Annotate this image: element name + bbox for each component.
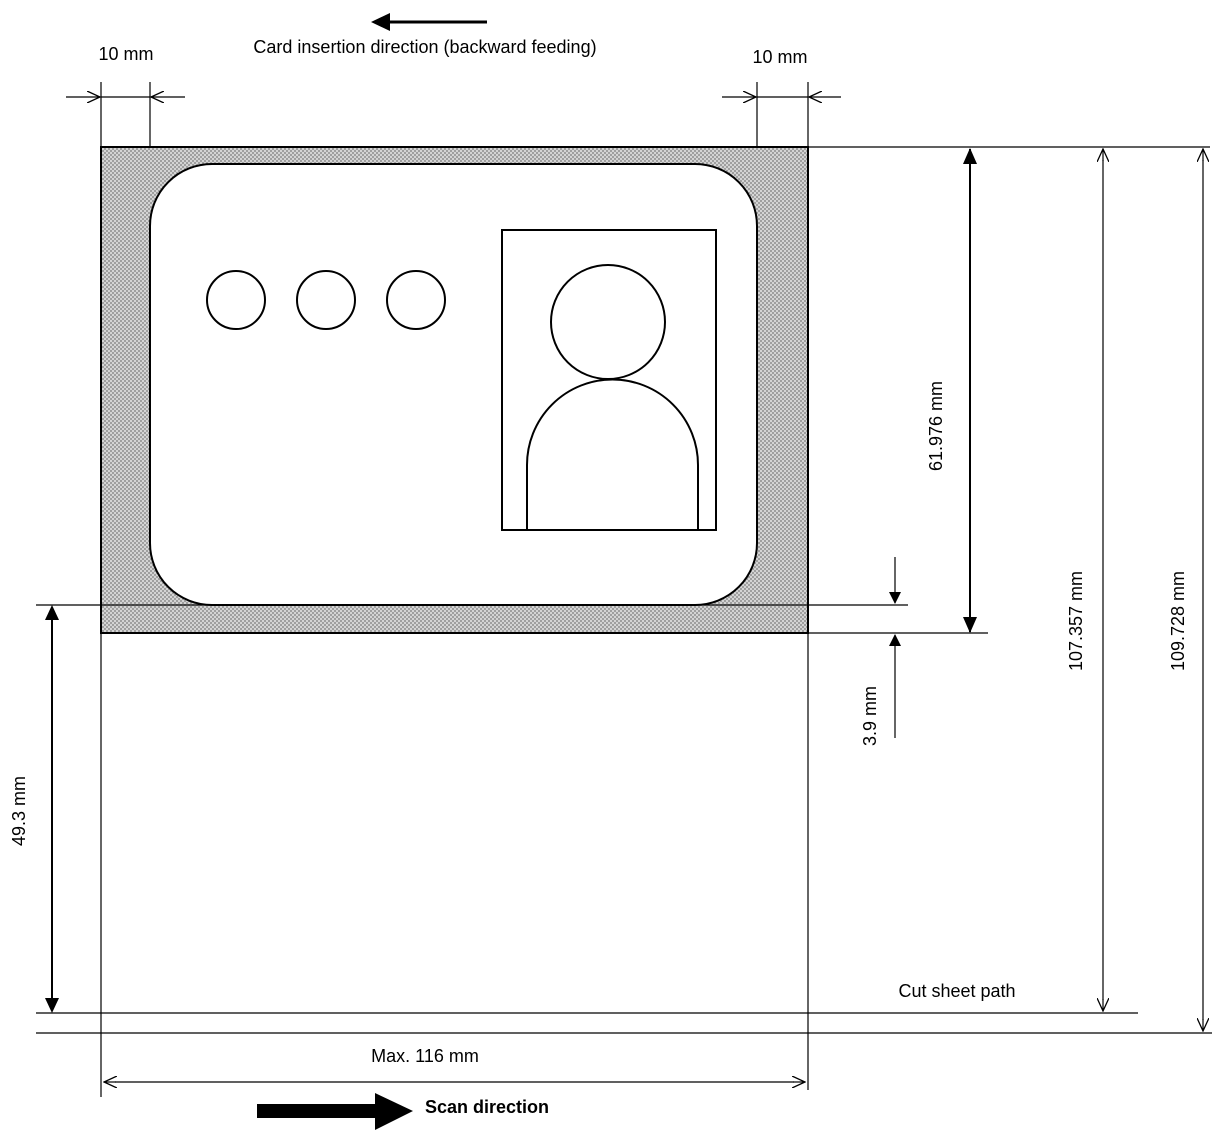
dimension-arrows (45, 97, 1203, 1082)
label-right-margin: 10 mm (752, 47, 807, 67)
label-dim-49-3: 49.3 mm (9, 776, 29, 846)
chip-circle-3 (386, 270, 446, 330)
label-scan-direction: Scan direction (425, 1097, 549, 1117)
label-dim-109728: 109.728 mm (1168, 571, 1188, 671)
chip-circle-1 (206, 270, 266, 330)
person-body (526, 378, 699, 530)
chip-circle-2 (296, 270, 356, 330)
insertion-arrow-icon (371, 13, 487, 31)
label-cut-sheet-path: Cut sheet path (898, 981, 1015, 1001)
card-area (100, 146, 809, 634)
label-dim-61976: 61.976 mm (926, 381, 946, 471)
label-left-margin: 10 mm (98, 44, 153, 64)
extension-lines (36, 82, 1212, 1097)
person-head (550, 264, 666, 380)
label-insertion-direction: Card insertion direction (backward feedi… (253, 37, 596, 57)
photo-frame (501, 229, 717, 531)
label-dim-3-9: 3.9 mm (860, 686, 880, 746)
label-max-width: Max. 116 mm (371, 1046, 479, 1066)
label-dim-107357: 107.357 mm (1066, 571, 1086, 671)
scan-arrow-icon (257, 1093, 413, 1130)
